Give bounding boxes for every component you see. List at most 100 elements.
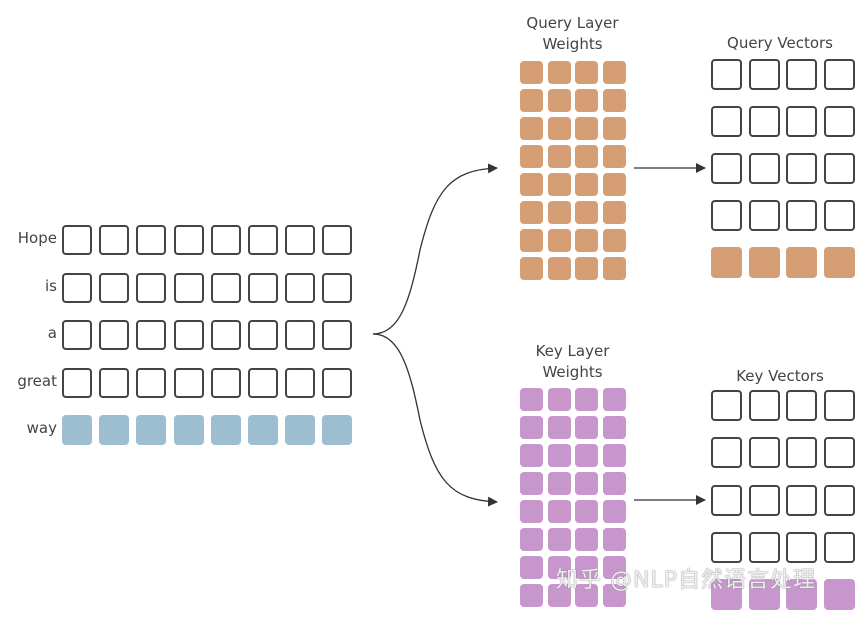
query-vector-cell xyxy=(711,247,742,278)
key-weights-title-line2: Weights xyxy=(542,363,603,381)
query-vector-cell xyxy=(823,247,855,278)
query-vector-cell xyxy=(748,200,780,231)
key-vector-cell xyxy=(748,531,780,563)
query-weights-title: Query Layer Weights xyxy=(505,13,640,55)
branch-arrow-to-query xyxy=(372,163,498,335)
key-weight-cell xyxy=(547,388,571,411)
input-embedding-cell xyxy=(99,320,130,350)
input-embedding-cell xyxy=(62,367,92,398)
key-vector-cell xyxy=(748,484,780,516)
input-embedding-cell xyxy=(285,320,316,350)
query-vector-cell xyxy=(786,200,817,231)
key-weight-cell xyxy=(520,388,543,411)
key-vector-cell xyxy=(711,531,742,563)
key-weight-cell xyxy=(603,472,627,495)
key-weight-cell xyxy=(547,416,571,439)
input-embedding-cell xyxy=(136,320,167,350)
query-weight-cell xyxy=(575,89,599,112)
key-weights-title-line1: Key Layer xyxy=(535,342,610,360)
key-weight-cell xyxy=(603,528,627,551)
input-embedding-cell xyxy=(62,272,92,303)
query-vector-cell xyxy=(823,106,855,137)
input-embedding-cell xyxy=(136,415,167,445)
input-embedding-cell xyxy=(99,225,130,255)
input-embedding-cell xyxy=(322,367,353,398)
key-weight-cell xyxy=(603,556,627,579)
key-weight-cell xyxy=(520,500,543,523)
input-embedding-cell xyxy=(62,225,92,255)
query-vector-cell xyxy=(823,200,855,231)
key-weight-cell xyxy=(520,556,543,579)
query-vector-cell xyxy=(786,106,817,137)
input-embedding-cell xyxy=(62,320,92,350)
input-embedding-cell xyxy=(173,320,204,350)
input-embedding-cell xyxy=(173,367,204,398)
query-weight-cell xyxy=(547,201,571,224)
key-vector-cell xyxy=(823,484,855,516)
query-weight-cell xyxy=(547,257,571,280)
query-weight-cell xyxy=(547,229,571,252)
key-weight-cell xyxy=(520,416,543,439)
query-weight-cell xyxy=(603,257,627,280)
input-embedding-cell xyxy=(322,225,353,255)
query-weight-cell xyxy=(575,117,599,140)
input-embedding-cell xyxy=(285,225,316,255)
watermark: 知乎 @NLP自然语言处理 xyxy=(556,568,816,593)
query-weight-cell xyxy=(547,173,571,196)
token-label: a xyxy=(47,324,57,342)
input-embedding-cell xyxy=(210,415,241,445)
key-vector-cell xyxy=(711,579,742,611)
input-embedding-cell xyxy=(99,367,130,398)
query-weight-cell xyxy=(520,89,543,112)
input-embedding-cell xyxy=(248,225,278,255)
query-vectors-title: Query Vectors xyxy=(727,34,833,52)
token-label: great xyxy=(17,371,57,390)
key-weight-cell xyxy=(603,416,627,439)
query-weight-cell xyxy=(575,61,599,84)
input-embedding-cell xyxy=(322,272,353,303)
input-embedding-cell xyxy=(99,415,130,445)
key-weight-cell xyxy=(547,584,571,607)
key-weight-cell xyxy=(603,388,627,411)
input-embedding-cell xyxy=(62,415,92,445)
key-weight-cell xyxy=(547,500,571,523)
key-vector-cell xyxy=(786,579,817,611)
query-vector-cell xyxy=(786,153,817,184)
key-weight-cell xyxy=(520,584,543,607)
query-weight-cell xyxy=(520,257,543,280)
query-weight-cell xyxy=(547,61,571,84)
query-vector-cell xyxy=(786,59,817,90)
key-vector-cell xyxy=(823,437,855,469)
input-embedding-cell xyxy=(136,225,167,255)
key-weights-title: Key Layer Weights xyxy=(505,341,640,383)
token-label: way xyxy=(26,419,57,437)
input-embedding-cell xyxy=(210,320,241,350)
key-vector-cell xyxy=(748,579,780,611)
query-vector-cell xyxy=(711,200,742,231)
query-vector-cell xyxy=(748,106,780,137)
key-weight-cell xyxy=(575,472,599,495)
query-weight-cell xyxy=(603,201,627,224)
key-weight-cell xyxy=(575,416,599,439)
query-weights-title-line1: Query Layer xyxy=(526,14,619,32)
query-weight-cell xyxy=(520,229,543,252)
query-vector-cell xyxy=(748,59,780,90)
query-weight-cell xyxy=(520,61,543,84)
query-weight-cell xyxy=(520,173,543,196)
key-vector-cell xyxy=(786,437,817,469)
query-weight-cell xyxy=(520,201,543,224)
input-embedding-cell xyxy=(136,367,167,398)
key-weight-cell xyxy=(575,584,599,607)
key-weight-cell xyxy=(520,472,543,495)
query-weight-cell xyxy=(575,201,599,224)
query-vector-cell xyxy=(711,59,742,90)
key-vector-cell xyxy=(748,390,780,421)
input-embedding-cell xyxy=(210,225,241,255)
input-embedding-cell xyxy=(322,320,353,350)
key-vectors-title: Key Vectors xyxy=(736,367,824,385)
query-vector-cell xyxy=(823,153,855,184)
query-weight-cell xyxy=(575,145,599,168)
query-vector-cell xyxy=(748,247,780,278)
input-embedding-cell xyxy=(322,415,353,445)
